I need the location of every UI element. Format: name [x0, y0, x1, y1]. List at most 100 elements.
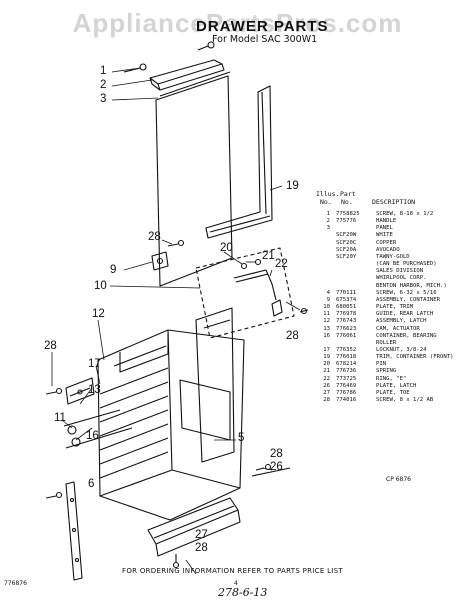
- parts-row-part-no: 776736: [336, 368, 357, 375]
- parts-row-part-no: 678214: [336, 361, 357, 368]
- handle-part: [149, 59, 225, 91]
- callout-16: 16: [86, 430, 99, 442]
- parts-row-illus-no: [316, 232, 330, 239]
- parts-row-part-no: [330, 268, 376, 275]
- callout-3: 3: [100, 93, 107, 105]
- parts-row-description: SCREW, 8-18 x 1/2: [376, 211, 434, 217]
- callout-leaders: [51, 67, 301, 575]
- callout-19: 19: [286, 180, 299, 192]
- parts-row-part-no: SCF20C: [336, 239, 357, 246]
- parts-row: 9 675374 ASSEMBLY, CONTAINER: [316, 297, 475, 304]
- parts-row-part-no: 680051: [336, 304, 357, 311]
- parts-row-illus-no: 19: [323, 354, 330, 361]
- callout-28: 28: [195, 542, 208, 554]
- parts-row-description: ASSEMBLY, LATCH: [376, 318, 427, 325]
- parts-row-part-no: 770111: [336, 289, 357, 296]
- callout-12: 12: [92, 308, 105, 320]
- parts-row-part-no: 675374: [336, 296, 357, 303]
- screw-28-top: [167, 239, 185, 247]
- parts-row-description: (CAN BE PURCHASED): [376, 261, 437, 268]
- page-title: DRAWER PARTS: [196, 18, 329, 35]
- parts-row-description: PIN: [376, 361, 387, 368]
- parts-row-description: PANEL: [376, 225, 393, 232]
- parts-row: SCF20C COPPER: [316, 240, 475, 247]
- parts-row-part-no: [330, 261, 376, 268]
- parts-row-illus-no: 12: [323, 318, 330, 325]
- parts-row-part-no: 776061: [336, 332, 357, 339]
- latch-assembly-part: [65, 377, 95, 405]
- parts-row-illus-no: [316, 254, 330, 261]
- screw-28-left: [45, 387, 63, 395]
- parts-row-part-no: 776743: [336, 318, 357, 325]
- parts-row-part-no: SCF20W: [336, 232, 357, 239]
- header-illus: Illus.: [316, 190, 340, 198]
- callout-9: 9: [110, 264, 117, 276]
- parts-row-part-no: 775776: [336, 218, 357, 225]
- parts-row-part-no: [330, 275, 376, 282]
- parts-row-description: CONTAINER, BEARING: [376, 332, 437, 339]
- callout-26: 26: [270, 461, 283, 473]
- parts-row-illus-no: [316, 283, 330, 290]
- parts-row-description: CAM, ACTUATOR: [376, 325, 420, 332]
- parts-row-part-no: 776469: [336, 382, 357, 389]
- parts-row-description: WHIRLPOOL CORP.: [376, 275, 427, 282]
- callout-21: 21: [262, 250, 275, 262]
- screw-parts: [123, 41, 215, 73]
- parts-row: BENTON HARBOR, MICH.): [316, 283, 475, 290]
- header-part-no: No.: [341, 198, 353, 206]
- parts-row-part-no: SCF20A: [336, 246, 357, 253]
- container-body: [97, 307, 245, 521]
- callout-5: 5: [238, 432, 245, 444]
- parts-row-part-no: 776018: [336, 354, 357, 361]
- callout-17: 17: [88, 358, 101, 370]
- parts-row-description: COPPER: [376, 239, 397, 246]
- parts-row-part-no: 776978: [336, 311, 357, 318]
- bearing-rollers: [63, 409, 133, 449]
- parts-row-description: HANDLE: [376, 218, 397, 225]
- watermark: AppliancePartsPros.com: [72, 8, 403, 38]
- parts-row-description: PLATE, LATCH: [376, 382, 417, 389]
- parts-row-illus-no: 22: [323, 375, 330, 382]
- parts-row-illus-no: 1: [326, 211, 330, 217]
- parts-row-illus-no: 9: [326, 296, 330, 303]
- parts-row-illus-no: 13: [323, 325, 330, 332]
- parts-row-description: SCREW, 6-32 x 5/16: [376, 289, 437, 296]
- trim-plate-assembly: [195, 247, 309, 339]
- parts-row-description: GUIDE, REAR LATCH: [376, 311, 434, 318]
- parts-row-illus-no: 28: [323, 397, 330, 404]
- parts-row-description: ASSEMBLY, CONTAINER: [376, 296, 440, 303]
- parts-row-illus-no: [316, 275, 330, 282]
- callout-20: 20: [220, 242, 233, 254]
- parts-row-description: RING, "E": [376, 375, 407, 382]
- parts-row-illus-no: 11: [323, 311, 330, 318]
- page-number: 4: [234, 580, 238, 587]
- parts-row-part-no: [330, 225, 376, 232]
- handwritten-note: 278-6-13: [218, 586, 268, 599]
- model-subtitle: For Model SAC 300W1: [212, 34, 318, 45]
- parts-row-illus-no: [316, 240, 330, 247]
- callout-11: 11: [54, 412, 66, 424]
- parts-row: 12 776743 ASSEMBLY, LATCH: [316, 318, 475, 325]
- ordering-note: FOR ORDERING INFORMATION REFER TO PARTS …: [122, 567, 343, 575]
- parts-row-illus-no: 26: [323, 382, 330, 389]
- parts-row-description: SCREW, 8 x 1/2 AB: [376, 397, 434, 404]
- header-illus-no: No.: [320, 198, 332, 206]
- parts-row-description: TRIM, CONTAINER (FRONT): [376, 354, 454, 361]
- callout-27: 27: [195, 529, 208, 541]
- callout-6: 6: [88, 478, 95, 490]
- parts-row-illus-no: [316, 268, 330, 275]
- parts-row-description: LOCKNUT, 3/8-24: [376, 346, 427, 353]
- parts-row-description: BENTON HARBOR, MICH.): [376, 282, 447, 289]
- parts-row-illus-no: [316, 261, 330, 268]
- parts-row-illus-no: 17: [323, 346, 330, 353]
